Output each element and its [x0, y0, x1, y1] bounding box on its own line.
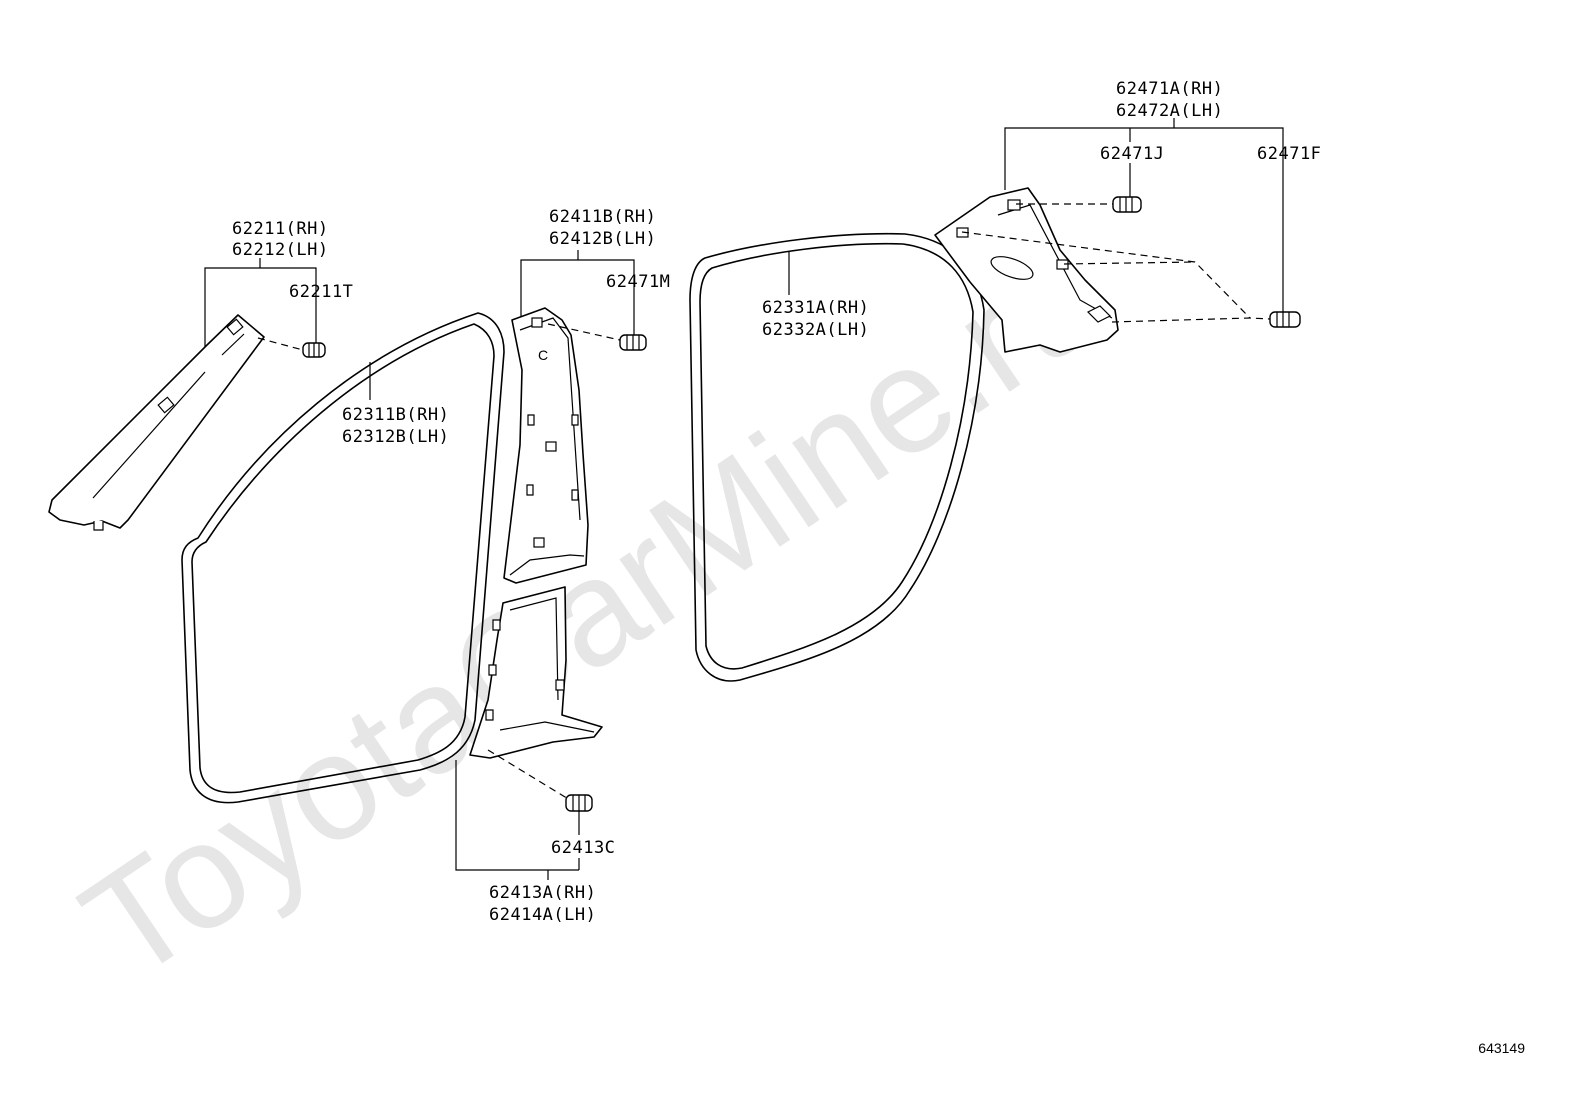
label-b-pillar-lower-rh: 62413A(RH) — [489, 883, 596, 903]
label-b-pillar-upper-rh: 62411B(RH) — [549, 207, 656, 227]
label-front-seal-rh: 62311B(RH) — [342, 405, 449, 425]
label-b-pillar-lower-lh: 62414A(LH) — [489, 905, 596, 925]
label-a-pillar-lh: 62212(LH) — [232, 240, 329, 260]
label-rear-seal-rh: 62331A(RH) — [762, 298, 869, 318]
label-a-pillar-rh: 62211(RH) — [232, 219, 329, 239]
label-front-seal-lh: 62312B(LH) — [342, 427, 449, 447]
label-c-pillar-rh: 62471A(RH) — [1116, 79, 1223, 99]
label-rear-seal-lh: 62332A(LH) — [762, 320, 869, 340]
b-pillar-lower-clip — [565, 794, 593, 812]
a-pillar-clip — [302, 342, 326, 358]
a-pillar-garnish — [48, 314, 265, 531]
c-pillar-clip-f — [1269, 311, 1301, 328]
label-b-pillar-upper-lh: 62412B(LH) — [549, 229, 656, 249]
label-b-pillar-lower-clip: 62413C — [551, 838, 615, 858]
b-pillar-upper-garnish: C — [503, 307, 589, 584]
b-pillar-upper-clip — [619, 334, 647, 351]
diagram-reference-number: 643149 — [1478, 1040, 1525, 1056]
label-c-pillar-lh: 62472A(LH) — [1116, 101, 1223, 121]
front-door-seal — [181, 312, 505, 804]
b-pillar-lower-garnish — [469, 586, 603, 759]
label-c-pillar-clip-j: 62471J — [1100, 144, 1164, 164]
c-pillar-clip-j — [1112, 196, 1142, 213]
leader-lines — [204, 118, 1284, 880]
rear-door-seal — [689, 232, 985, 682]
label-b-pillar-clip: 62471M — [606, 272, 670, 292]
svg-text:C: C — [538, 347, 548, 363]
label-a-pillar-clip: 62211T — [289, 282, 353, 302]
label-c-pillar-clip-f: 62471F — [1257, 144, 1321, 164]
